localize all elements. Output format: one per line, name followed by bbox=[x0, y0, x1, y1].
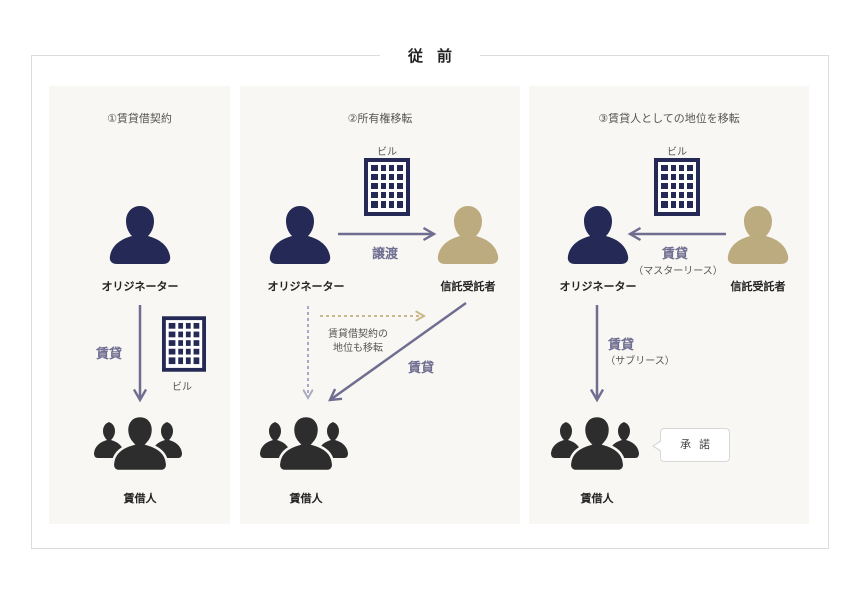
lessees-label: 賃借人 bbox=[580, 492, 614, 505]
consent-bubble-tail-fill bbox=[654, 441, 662, 451]
page-title: 従前 bbox=[380, 45, 480, 67]
lessees-icon bbox=[260, 414, 350, 473]
lessees-icon bbox=[94, 414, 184, 473]
consent-bubble: 承諾 bbox=[660, 428, 730, 462]
building-label: ビル bbox=[377, 147, 397, 158]
building-icon bbox=[162, 316, 206, 372]
trustee-label: 信託受託者 bbox=[730, 280, 786, 293]
lessees-icon bbox=[551, 414, 641, 473]
trustee-icon bbox=[437, 206, 499, 264]
sublease-sublabel: （サブリース） bbox=[605, 356, 675, 367]
transfer-label: 譲渡 bbox=[372, 247, 399, 262]
panel1-title: ①賃貸借契約 bbox=[107, 112, 172, 125]
originator-label: オリジネーター bbox=[101, 280, 179, 293]
lease-label: 賃貸 bbox=[96, 347, 123, 362]
position-transfer-note-line2: 地位も移転 bbox=[333, 343, 383, 354]
building-label: ビル bbox=[172, 382, 192, 393]
originator-icon bbox=[109, 206, 171, 264]
originator-icon bbox=[269, 206, 331, 264]
building-label: ビル bbox=[667, 147, 687, 158]
lessees-label: 賃借人 bbox=[123, 492, 157, 505]
originator-icon bbox=[567, 206, 629, 264]
lease-arrow bbox=[328, 301, 467, 402]
originator-label: オリジネーター bbox=[267, 280, 345, 293]
lessees-label: 賃借人 bbox=[289, 492, 323, 505]
building-icon bbox=[654, 158, 700, 216]
lease-label: 賃貸 bbox=[408, 361, 435, 376]
originator-label: オリジネーター bbox=[559, 280, 637, 293]
trustee-label: 信託受託者 bbox=[440, 280, 496, 293]
trustee-icon bbox=[727, 206, 789, 264]
master-lease-sublabel: （マスターリース） bbox=[633, 266, 723, 277]
panel3-title: ③賃貸人としての地位を移転 bbox=[598, 112, 740, 125]
master-lease-label: 賃貸 bbox=[662, 247, 689, 262]
building-icon bbox=[364, 158, 410, 216]
sublease-label: 賃貸 bbox=[608, 338, 635, 353]
position-transfer-note-line1: 賃貸借契約の bbox=[328, 329, 388, 340]
panel2-title: ②所有権移転 bbox=[347, 112, 413, 125]
